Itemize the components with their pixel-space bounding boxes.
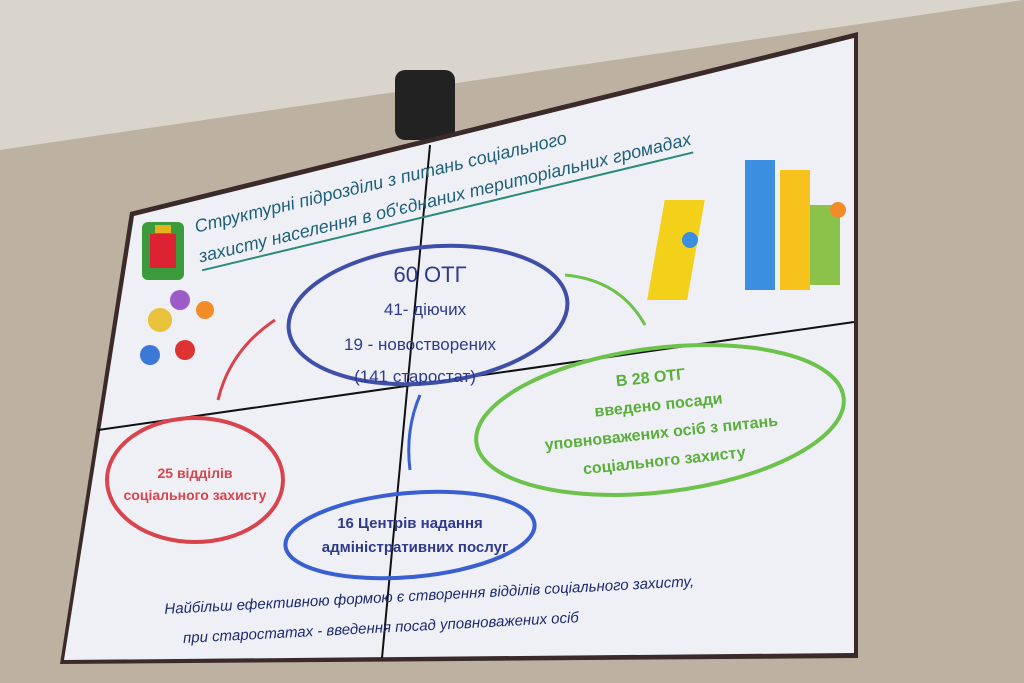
bottom-line1: 16 Центрів надання xyxy=(337,515,483,532)
camera-device xyxy=(395,70,455,140)
bottom-line2: адміністративних послуг xyxy=(322,539,508,556)
arrow-right-icon xyxy=(564,273,647,326)
bottom-circle: 16 Центрів надання адміністративних посл… xyxy=(283,489,537,581)
center-circle: 60 ОТГ 41- діючих 19 - новостворених (14… xyxy=(286,243,570,387)
center-line1: 60 ОТГ xyxy=(393,262,466,287)
center-line3: 19 - новостворених xyxy=(344,335,497,354)
city-illustration xyxy=(647,160,846,300)
arrow-left-icon xyxy=(216,318,276,401)
tile-seam-vertical xyxy=(381,144,431,659)
center-line2: 41- діючих xyxy=(384,300,467,319)
display-screen xyxy=(64,38,854,660)
arrow-down-icon xyxy=(407,394,422,471)
left-circle: 25 відділів соціального захисту xyxy=(105,416,285,544)
coat-of-arms-logo xyxy=(142,222,184,280)
left-line1: 25 відділів xyxy=(157,465,232,481)
people-illustration xyxy=(140,290,214,365)
center-line4: (141 старостат) xyxy=(354,367,476,386)
left-line2: соціального захисту xyxy=(124,487,267,503)
title-underline xyxy=(201,151,694,272)
